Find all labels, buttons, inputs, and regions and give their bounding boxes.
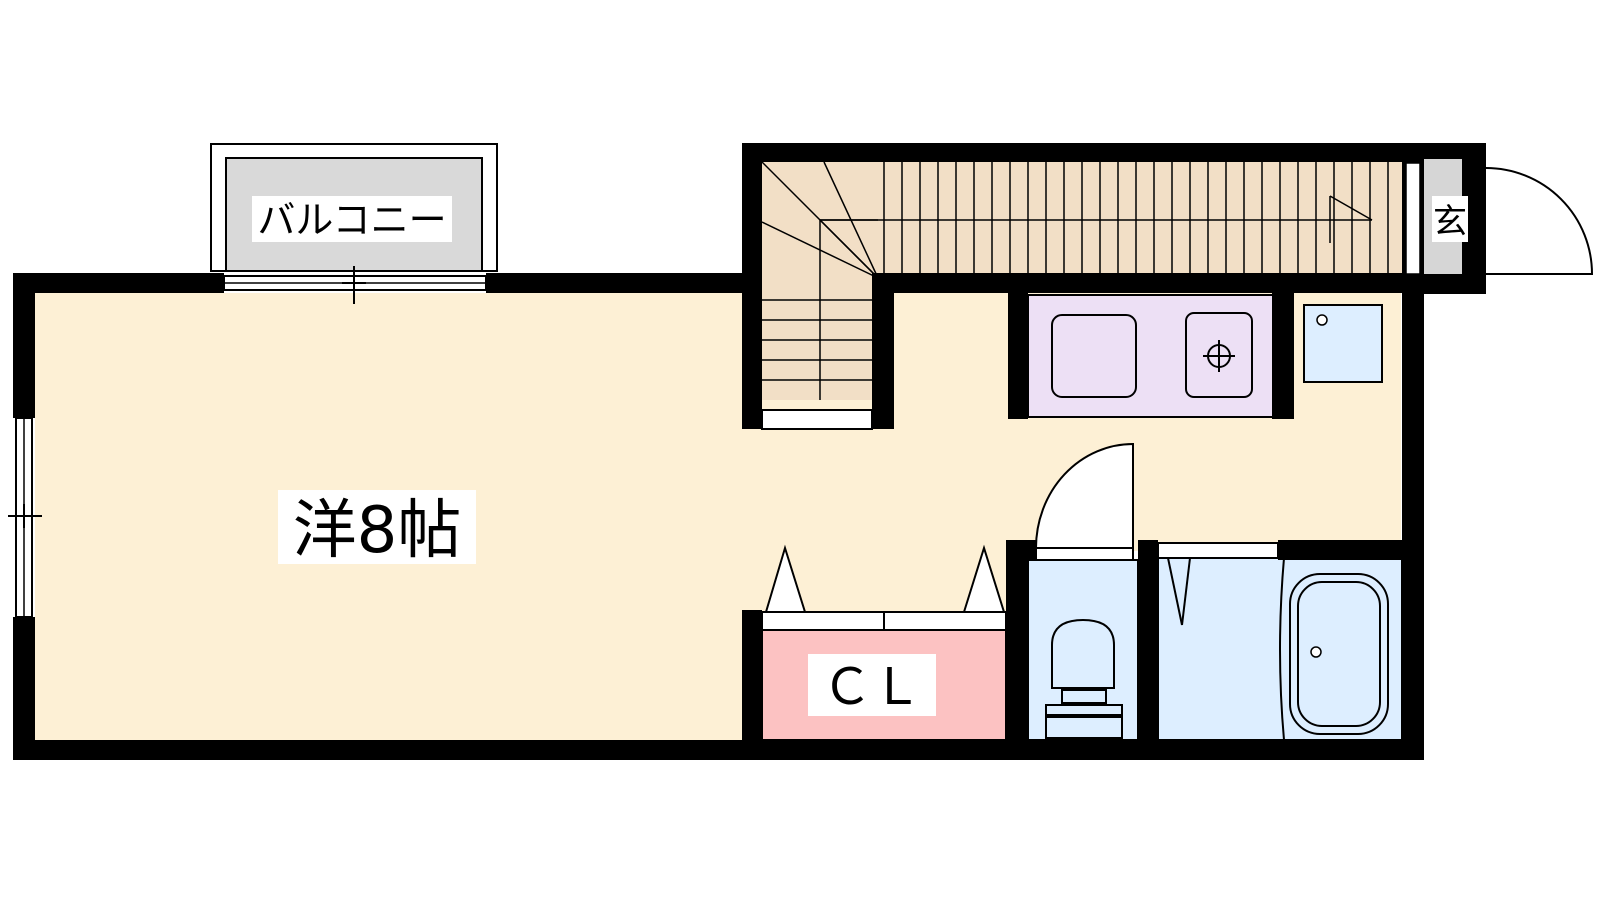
left-window	[8, 417, 42, 618]
fridge-space	[1303, 304, 1383, 383]
closet-door-right-swing	[962, 544, 1006, 613]
entrance-door-swing	[1485, 167, 1594, 275]
entrance-frame	[1405, 162, 1421, 275]
balcony-window	[223, 266, 487, 304]
balcony-label: バルコニー	[257, 198, 446, 242]
bathroom	[1157, 542, 1403, 741]
western-room: 洋8帖	[278, 490, 476, 568]
stair-treads-horizontal	[883, 162, 1405, 273]
drain-icon	[1310, 646, 1322, 658]
entrance: 玄	[1424, 159, 1594, 275]
fridge-mark-icon	[1316, 314, 1328, 326]
closet-door-left-swing	[764, 544, 807, 613]
entrance-label: 玄	[1433, 202, 1467, 242]
balcony: バルコニー	[210, 143, 498, 272]
closet-label: ＣＬ	[822, 658, 922, 716]
toilet-room	[1027, 559, 1139, 741]
bathroom-door-frame	[1157, 542, 1279, 559]
walls	[13, 143, 1486, 760]
stair-treads-vertical	[762, 280, 872, 400]
stair-opening	[761, 409, 873, 430]
staircase	[761, 161, 1405, 400]
bathtub-inner	[1297, 581, 1381, 727]
toilet-icon	[1051, 618, 1115, 689]
stairs-lower-floor	[762, 273, 872, 400]
western-room-label: 洋8帖	[293, 494, 462, 568]
sink	[1051, 314, 1137, 398]
kitchen-counter	[1027, 294, 1279, 418]
stair-arrow	[820, 195, 1373, 243]
